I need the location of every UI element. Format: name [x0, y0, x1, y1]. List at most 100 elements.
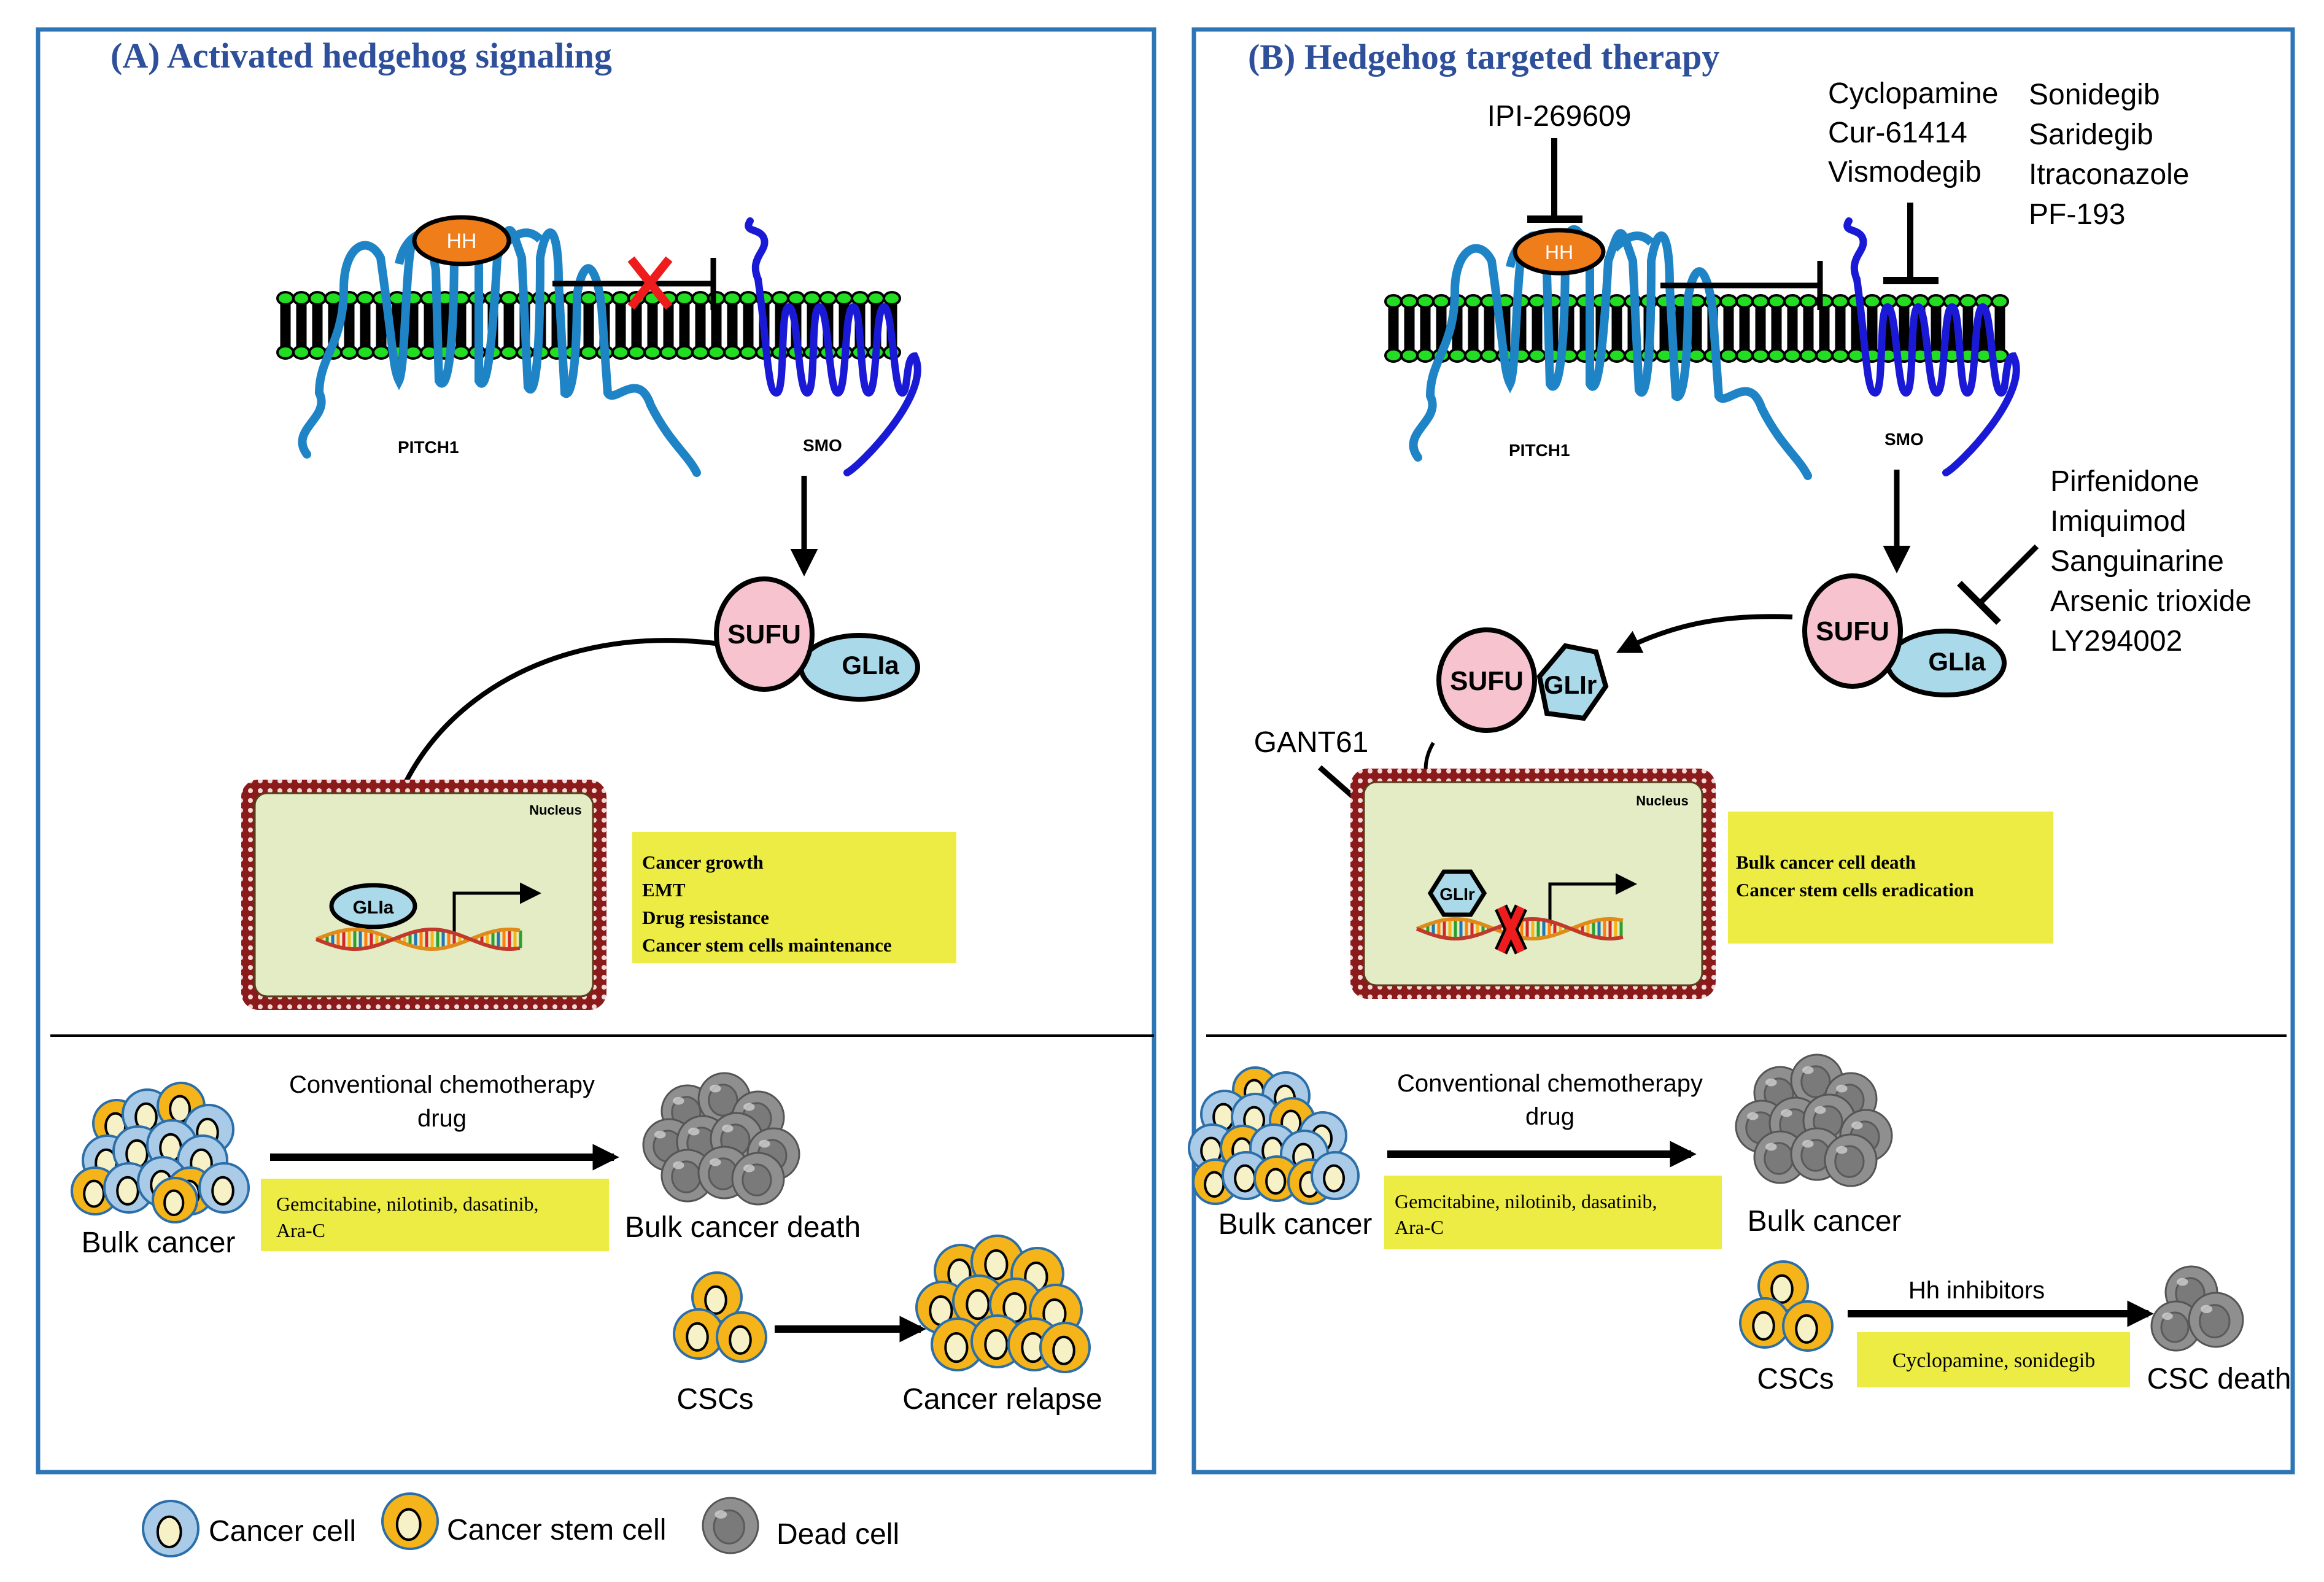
bulk-cancer-label-a: Bulk cancer	[82, 1227, 236, 1259]
chemo-label-a-2: drug	[417, 1105, 467, 1132]
ptch1-label: PITCH1	[398, 438, 459, 457]
stem-cell	[1039, 1322, 1091, 1373]
drugs-a-2: Ara-C	[276, 1219, 325, 1241]
gli-inhib-4: LY294002	[2050, 625, 2182, 657]
dead-cell-cluster-a	[642, 1072, 800, 1206]
stem-cell	[931, 1317, 985, 1371]
drugs-a-1: Gemcitabine, nilotinib, dasatinib,	[276, 1193, 538, 1215]
smo-inhib-2-3: PF-193	[2029, 198, 2125, 231]
cancer-relapse-label: Cancer relapse	[902, 1383, 1102, 1416]
legend-cancer-cell-label: Cancer cell	[209, 1515, 356, 1548]
hh-ligand: HH	[412, 215, 511, 266]
sufu-glia-complex-b: SUFU GLIa	[1802, 573, 2007, 697]
glia-label: GLIa	[842, 651, 899, 680]
cancer-cell	[1311, 1151, 1360, 1200]
red-x-icon-b	[1495, 904, 1527, 955]
drugs-b-2: Ara-C	[1395, 1216, 1444, 1238]
hh-inhibitor-drugs: Cyclopamine, sonidegib	[1892, 1349, 2096, 1372]
panel-a-title: (A) Activated hedgehog signaling	[110, 36, 612, 76]
red-x-icon	[627, 256, 673, 310]
gli-inhib-2: Sanguinarine	[2050, 545, 2224, 578]
dead-cell-cluster-b	[1735, 1053, 1893, 1187]
smo-inhib-1-1: Cur-61414	[1828, 117, 1967, 149]
stem-cell	[152, 1177, 198, 1223]
ptch1-smo-inhibition-b	[1660, 261, 1823, 310]
ptch1-label-b: PITCH1	[1509, 441, 1570, 460]
panel-b-title: (B) Hedgehog targeted therapy	[1248, 37, 1719, 77]
effect-0: Cancer growth	[642, 851, 764, 873]
legend-cancer-stem-cell-icon	[381, 1492, 439, 1550]
chemo-label-b-2: drug	[1525, 1103, 1575, 1130]
transcription-arrow-b	[1548, 873, 1637, 926]
nucleus-a: Nucleus GLIa	[241, 780, 606, 1010]
cscs-label-b: CSCs	[1757, 1363, 1834, 1395]
sufu-to-glir-arrow	[1616, 614, 1793, 653]
glir-label: GLIr	[1544, 670, 1597, 699]
ptch1-smo-inhibition-blocked	[552, 256, 716, 310]
glia-label-b: GLIa	[1928, 647, 1986, 676]
panel-a: (A) Activated hedgehog signaling PITCH1 …	[36, 27, 1156, 1475]
nucleus-b: Nucleus GLIr	[1350, 769, 1716, 999]
legend-dead-cell-icon	[702, 1497, 759, 1554]
hh-drugs-box	[1857, 1332, 2130, 1387]
legend-dead-cell-label: Dead cell	[777, 1518, 899, 1551]
chemo-label-b-1: Conventional chemotherapy	[1397, 1070, 1703, 1097]
panel-a-frame	[36, 27, 1156, 1475]
dead-cell	[731, 1152, 785, 1206]
bulk-cancer-cluster-b	[1188, 1066, 1360, 1205]
ipi-label: IPI-269609	[1487, 100, 1632, 133]
hh-label-b: HH	[1545, 241, 1573, 263]
nucleus-label: Nucleus	[529, 802, 582, 818]
drugs-box-b	[1384, 1176, 1722, 1249]
cscs-label-a: CSCs	[676, 1383, 753, 1416]
transcription-arrow	[452, 882, 541, 936]
panel-b-frame	[1191, 27, 2295, 1475]
relapse-cluster	[915, 1235, 1091, 1373]
drugs-box-a	[261, 1179, 609, 1251]
smo-inhib-2-1: Saridegib	[2029, 118, 2153, 151]
stem-cell	[1782, 1300, 1834, 1352]
smo-label: SMO	[803, 436, 842, 455]
gli-inhib-3: Arsenic trioxide	[2050, 585, 2252, 618]
gli-inhibit-line	[1979, 544, 2039, 604]
sufu-glir-complex: SUFU GLIr	[1436, 627, 1609, 733]
dead-cell	[2150, 1300, 2202, 1352]
dna-helix-icon	[315, 927, 522, 952]
stem-cell	[673, 1308, 724, 1360]
dead-cell	[1824, 1133, 1878, 1187]
stem-cell	[716, 1311, 767, 1363]
dead-cell	[702, 1497, 759, 1554]
panel-b: (B) Hedgehog targeted therapy IPI-269609…	[1188, 27, 2295, 1475]
effect-b-0: Bulk cancer cell death	[1736, 851, 1916, 873]
smo-inhib-2-2: Itraconazole	[2029, 158, 2190, 191]
csc-cluster-a	[673, 1271, 767, 1363]
hh-label: HH	[446, 230, 476, 253]
dead-cell	[2188, 1292, 2244, 1348]
nuclear-glia-label: GLIa	[353, 898, 394, 918]
effect-1: EMT	[642, 879, 686, 901]
drugs-b-1: Gemcitabine, nilotinib, dasatinib,	[1395, 1190, 1657, 1212]
bulk-cancer-death-label: Bulk cancer death	[625, 1211, 861, 1244]
stem-cell	[381, 1492, 439, 1550]
stem-cell	[71, 1166, 120, 1216]
sufu-label-b: SUFU	[1816, 616, 1889, 646]
nucleus-label-b: Nucleus	[1636, 793, 1689, 808]
gli-inhib-0: Pirfenidone	[2050, 465, 2199, 498]
bulk-cancer-cluster-a	[71, 1082, 250, 1223]
csc-dead-cluster	[2150, 1265, 2244, 1352]
smo-inhib-2-0: Sonidegib	[2029, 79, 2160, 111]
bulk-cancer-label-b: Bulk cancer	[1218, 1208, 1373, 1241]
gant61-label: GANT61	[1254, 726, 1369, 759]
smo-receptor: SMO	[745, 217, 921, 476]
stem-cell	[1739, 1297, 1791, 1349]
sufu-glia-complex: SUFU GLIa	[714, 576, 920, 702]
hh-inhibitors-label: Hh inhibitors	[1908, 1277, 2045, 1304]
chemo-label-a-1: Conventional chemotherapy	[289, 1071, 595, 1098]
effect-2: Drug resistance	[642, 907, 769, 928]
effect-b-1: Cancer stem cells eradication	[1736, 879, 1974, 901]
legend-cancer-cell-icon	[142, 1500, 199, 1557]
cancer-cell	[198, 1162, 250, 1214]
effect-3: Cancer stem cells maintenance	[642, 934, 892, 956]
bulk-cancer-result-label: Bulk cancer	[1748, 1205, 1902, 1238]
